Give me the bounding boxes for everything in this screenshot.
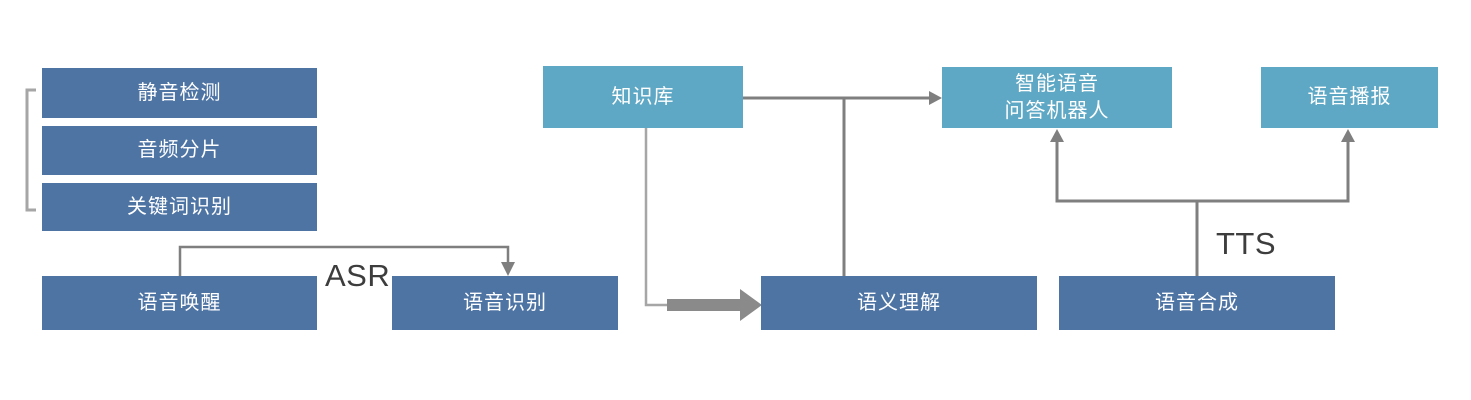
node-speech-recognition: 语音识别 [392, 276, 618, 330]
tts-edge-label: TTS [1216, 226, 1277, 261]
node-label: 静音检测 [137, 81, 222, 104]
thick-right-arrow-icon [667, 289, 762, 321]
node-silence-detection: 静音检测 [42, 68, 317, 118]
node-label-line2: 问答机器人 [1004, 99, 1110, 122]
node-voice-wakeup: 语音唤醒 [42, 276, 317, 330]
node-label: 语音播报 [1307, 86, 1392, 108]
arrowhead-up-icon [1341, 129, 1355, 142]
arrowhead-up-icon [1050, 129, 1064, 142]
knowledge-down-elbow [644, 128, 668, 307]
tts-fork [1050, 129, 1355, 276]
arrowhead-down-icon [501, 262, 515, 276]
node-label: 语义理解 [857, 291, 941, 314]
node-label: 语音合成 [1155, 291, 1239, 314]
node-label: 音频分片 [137, 139, 222, 161]
node-label: 语音唤醒 [137, 291, 222, 314]
node-label: 知识库 [611, 85, 675, 108]
arrowhead-right-icon [929, 91, 942, 105]
node-speech-synthesis: 语音合成 [1059, 276, 1335, 330]
tts-fork-branches [1055, 141, 1350, 203]
node-keyword-recognition: 关键词识别 [42, 183, 317, 231]
node-qa-robot: 智能语音 问答机器人 [942, 67, 1172, 128]
node-label: 关键词识别 [127, 195, 232, 218]
node-label: 语音识别 [463, 291, 547, 314]
asr-edge-label: ASR [325, 258, 391, 293]
node-label-line1: 智能语音 [1015, 72, 1099, 95]
node-audio-segmentation: 音频分片 [42, 126, 317, 175]
node-knowledge-base: 知识库 [543, 66, 743, 128]
left-bracket [25, 88, 36, 212]
node-semantic-understanding: 语义理解 [761, 276, 1037, 330]
node-voice-broadcast: 语音播报 [1261, 67, 1438, 128]
knowledge-to-robot-arrow [743, 91, 942, 105]
